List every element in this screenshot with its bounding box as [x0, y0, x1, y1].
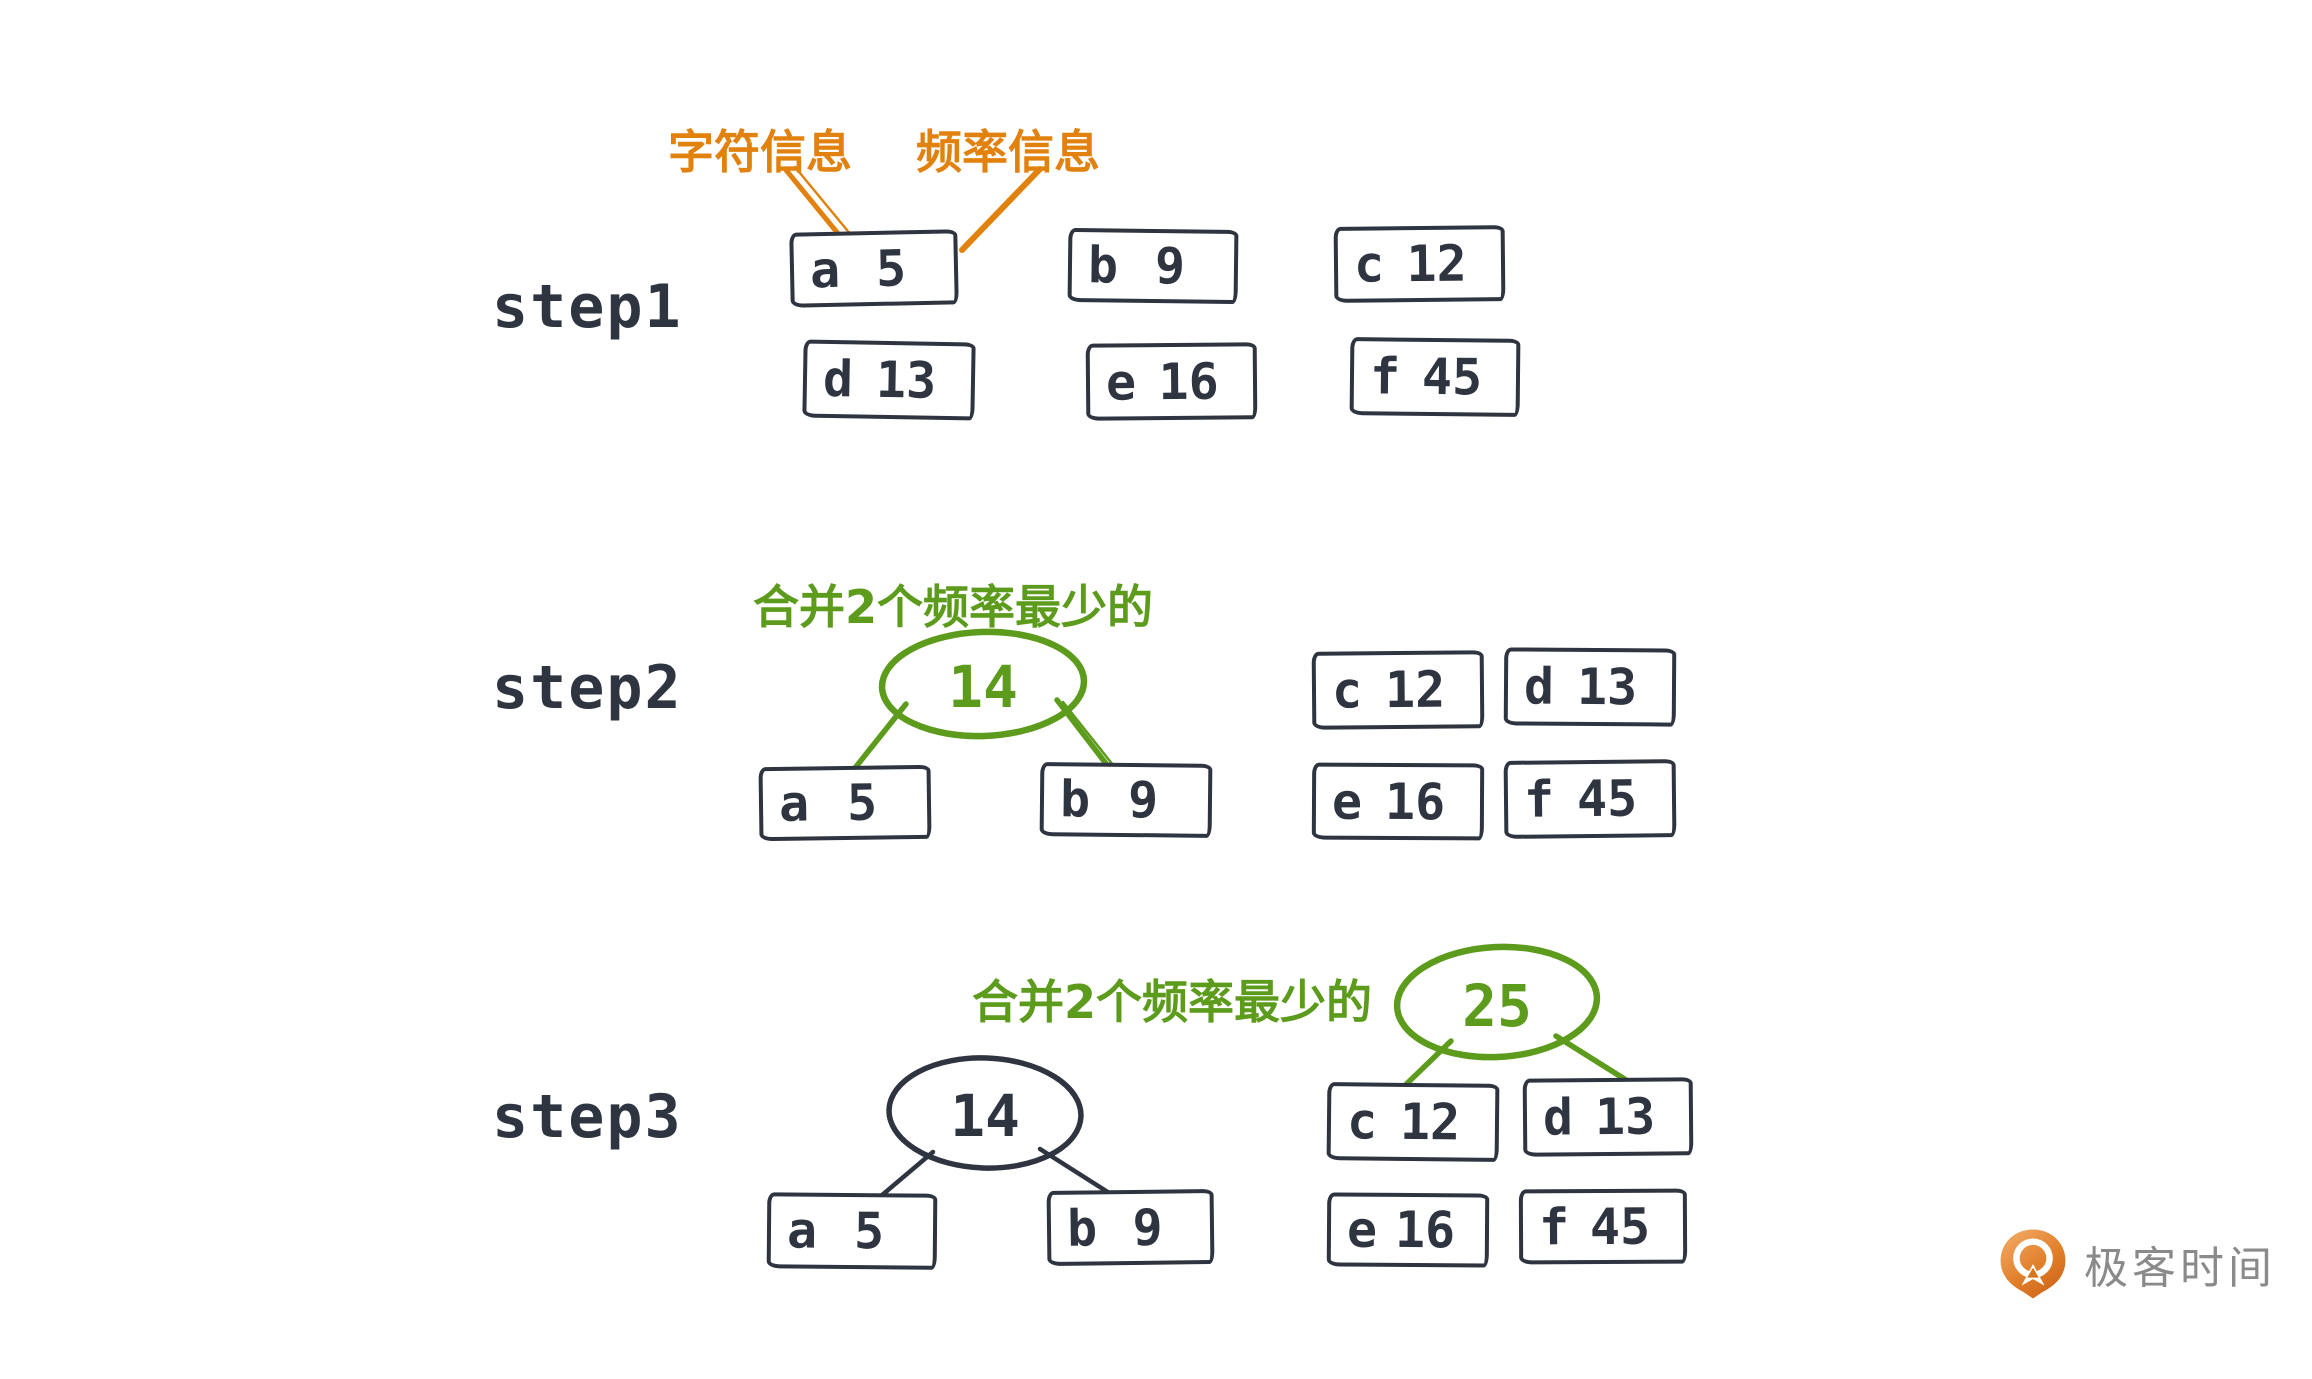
geektime-logo: 极客时间 — [1996, 1228, 2276, 1300]
node-box-a5-step3: a 5 — [766, 1192, 938, 1270]
node-char: d — [822, 349, 854, 409]
node-box-c12-step2: c 12 — [1311, 650, 1485, 730]
step3-prev-merged-value: 14 — [950, 1082, 1020, 1150]
node-char: b — [1066, 1198, 1098, 1258]
node-freq: 12 — [1406, 234, 1467, 294]
node-char: a — [778, 774, 810, 833]
node-freq: 9 — [1154, 237, 1186, 296]
freq-info-label: 频率信息 — [916, 125, 1100, 179]
node-freq: 13 — [875, 350, 937, 410]
node-box-f45-step1: f 45 — [1349, 337, 1521, 417]
geektime-logo-icon — [2000, 1229, 2066, 1299]
step3-new-merged-value: 25 — [1462, 972, 1532, 1040]
node-box-e16-step3: e 16 — [1326, 1192, 1490, 1268]
node-freq: 9 — [1132, 1198, 1163, 1257]
node-freq: 16 — [1394, 1200, 1456, 1260]
node-char: d — [1523, 657, 1555, 716]
node-freq: 9 — [1127, 771, 1159, 830]
node-char: c — [1353, 235, 1385, 294]
node-box-b9-step2: b 9 — [1039, 762, 1213, 838]
node-box-f45-step3: f 45 — [1518, 1188, 1688, 1265]
step2-merge-caption: 合并2个频率最少的 — [753, 580, 1154, 634]
node-freq: 16 — [1158, 352, 1219, 411]
step3-label: step3 — [492, 1082, 683, 1152]
node-box-a5-step2: a 5 — [758, 764, 932, 842]
node-freq: 5 — [846, 773, 878, 832]
node-freq: 45 — [1589, 1197, 1651, 1256]
node-box-c12-step3: c 12 — [1326, 1082, 1500, 1162]
geektime-logo-text: 极客时间 — [2084, 1243, 2276, 1294]
node-freq: 45 — [1421, 347, 1483, 407]
node-box-a5-step1: a 5 — [789, 229, 959, 308]
node-char: e — [1105, 352, 1137, 412]
node-char: b — [1059, 770, 1091, 829]
node-char: a — [786, 1201, 818, 1260]
node-box-b9-step1: b 9 — [1067, 227, 1239, 305]
node-box-d13-step2: d 13 — [1503, 647, 1677, 727]
node-freq: 5 — [853, 1202, 885, 1261]
node-char: c — [1346, 1092, 1378, 1151]
node-freq: 13 — [1576, 657, 1638, 717]
node-freq: 5 — [875, 238, 907, 298]
node-char: d — [1542, 1088, 1574, 1147]
node-box-e16-step2: e 16 — [1311, 762, 1485, 841]
node-box-e16-step1: e 16 — [1085, 342, 1258, 421]
node-freq: 12 — [1399, 1092, 1461, 1152]
step1-label: step1 — [492, 272, 683, 342]
node-box-d13-step3: d 13 — [1522, 1077, 1694, 1157]
node-char: e — [1346, 1200, 1378, 1259]
node-char: f — [1523, 770, 1555, 829]
char-info-label: 字符信息 — [668, 125, 852, 179]
node-char: f — [1538, 1197, 1570, 1256]
node-freq: 13 — [1594, 1087, 1656, 1147]
node-freq: 12 — [1384, 660, 1446, 720]
node-box-b9-step3: b 9 — [1046, 1188, 1215, 1267]
node-char: f — [1369, 347, 1401, 406]
node-char: a — [809, 240, 841, 299]
node-char: e — [1331, 772, 1363, 831]
step2-merged-value: 14 — [948, 653, 1018, 721]
node-box-c12-step1: c 12 — [1333, 225, 1506, 303]
node-freq: 45 — [1576, 769, 1638, 829]
step2-label: step2 — [492, 653, 683, 723]
node-char: b — [1087, 236, 1119, 295]
node-box-d13-step1: d 13 — [802, 339, 976, 421]
node-box-f45-step2: f 45 — [1503, 759, 1677, 839]
node-char: c — [1331, 661, 1363, 720]
node-freq: 16 — [1384, 772, 1446, 831]
step3-merge-caption: 合并2个频率最少的 — [972, 975, 1373, 1029]
